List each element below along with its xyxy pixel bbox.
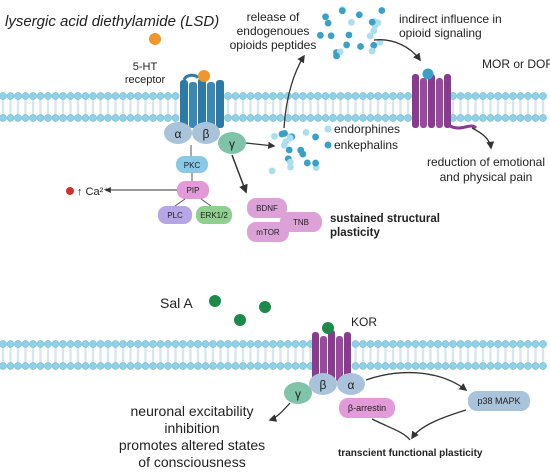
to-transient-arrow	[371, 409, 467, 440]
mor-dor-label: MOR or DOR	[482, 57, 550, 71]
p38-mapk-label: p38 MAPK	[477, 396, 520, 406]
structural-arrow	[231, 154, 248, 194]
calcium-ion	[66, 187, 74, 195]
enkephalins-label: enkephalins	[334, 138, 398, 152]
plc-label: PLC	[167, 211, 183, 220]
alpha-to-p38-arrow	[365, 372, 468, 391]
kor-g-alpha-label: α	[348, 378, 355, 392]
neuronal-label-line4: of consciousness	[138, 454, 245, 470]
g-alpha-subunit	[164, 122, 192, 144]
structural-label-line2: plasticity	[330, 227, 380, 239]
lsd-molecule	[149, 33, 161, 45]
receptor-5ht-label-line1: 5-HT	[133, 61, 158, 73]
kor-label: KOR	[351, 315, 377, 329]
sal-a-molecule-1	[209, 295, 221, 307]
tnb-box	[280, 212, 322, 232]
endorphines-label: endorphines	[334, 122, 400, 136]
release-label-line2: endogenoues	[237, 24, 310, 38]
pip-box	[177, 181, 209, 199]
cascade-line-4	[200, 198, 212, 207]
neuronal-label-line3: promotes altered states	[119, 437, 265, 453]
receptor-5ht	[180, 73, 224, 128]
release-label-line3: opioids peptides	[230, 38, 317, 52]
enkephalin-dot	[324, 141, 332, 149]
beta-arrestin-box	[339, 398, 395, 418]
indirect-arrow	[373, 39, 421, 62]
release-label-line1: release of	[247, 10, 300, 24]
pip-label: PIP	[187, 186, 200, 195]
indirect-label-line1: indirect influence in	[399, 12, 502, 26]
gamma-to-neuronal-arrow	[268, 402, 291, 422]
kor-bound-ligand	[322, 322, 334, 334]
plc-box	[158, 206, 192, 224]
erk-box	[196, 206, 232, 224]
peptide-cluster-released	[316, 6, 386, 60]
reduction-label-line2: and physical pain	[440, 170, 533, 184]
lsd-bound-ligand	[198, 70, 210, 82]
pkc-box	[176, 156, 208, 173]
cell-membrane-bottom	[0, 340, 547, 370]
sal-a-molecule-3	[234, 314, 246, 326]
receptor-mor-dor	[412, 74, 478, 130]
structural-label-line1: sustained structural	[330, 213, 440, 225]
kor-g-alpha-subunit	[337, 373, 365, 395]
sal-a-molecule-2	[259, 301, 271, 313]
peptide-cluster-intracellular	[268, 129, 320, 175]
g-gamma-subunit	[218, 132, 246, 154]
indirect-label-line2: opioid signaling	[399, 26, 482, 40]
calcium-label: ↑ Ca²⁺	[77, 186, 109, 198]
beta-arrestin-label: β-arrestin	[348, 403, 386, 413]
kor-g-gamma-subunit	[284, 382, 312, 404]
g-beta-label: β	[203, 127, 210, 141]
transient-plasticity-label: transcient functional plasticity	[338, 448, 483, 459]
cell-membrane-top	[0, 92, 547, 122]
cascade-line-3	[174, 198, 186, 207]
pkc-label: PKC	[184, 161, 201, 170]
g-gamma-label: γ	[229, 137, 235, 151]
g-beta-subunit	[192, 122, 220, 144]
p38-mapk-box	[468, 391, 530, 411]
reduction-label-line1: reduction of emotional	[427, 155, 545, 169]
g-alpha-label: α	[175, 127, 182, 141]
kor-g-beta-label: β	[320, 378, 327, 392]
receptor-kor	[312, 330, 351, 382]
peptide-arrow	[245, 141, 276, 149]
lsd-title: lysergic acid diethylamide (LSD)	[5, 13, 219, 30]
mtor-box	[247, 222, 289, 242]
kor-g-gamma-label: γ	[295, 387, 301, 401]
bdnf-label: BDNF	[256, 204, 278, 213]
neuronal-label-line1: neuronal excitability	[131, 403, 254, 419]
receptor-5ht-label-line2: receptor	[125, 74, 166, 86]
kor-g-beta-subunit	[309, 373, 337, 395]
mtor-label: mTOR	[256, 228, 280, 237]
erk-label: ERK1/2	[200, 211, 228, 220]
tnb-label: TNB	[293, 218, 309, 227]
endorphine-dot	[324, 125, 332, 133]
reduction-arrow	[471, 127, 495, 150]
neuronal-label-line2: inhibition	[164, 420, 219, 436]
release-arrow	[283, 54, 305, 129]
mor-bound-peptide	[422, 68, 434, 80]
sal-a-label: Sal A	[160, 295, 193, 311]
bdnf-box	[247, 198, 287, 218]
